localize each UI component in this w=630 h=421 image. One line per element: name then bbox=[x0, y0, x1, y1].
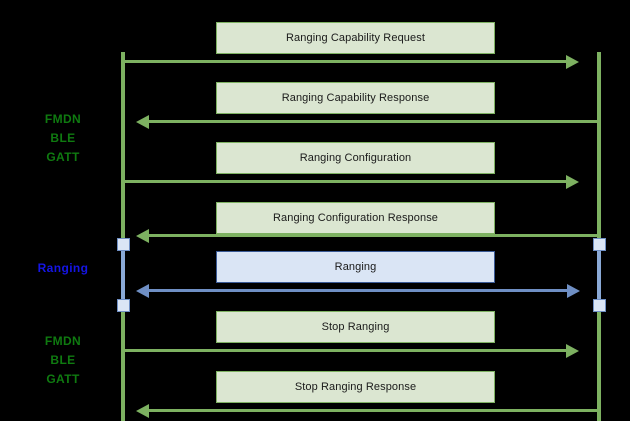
message-arrow-shaft-ranging-capability-response bbox=[149, 120, 597, 123]
message-arrow-shaft-stop-ranging bbox=[123, 349, 566, 352]
phase-label-line: FMDN bbox=[44, 112, 82, 126]
right-lifeline-lower bbox=[597, 306, 601, 421]
phase-label-ranging: Ranging bbox=[28, 259, 98, 278]
phase-label-line: BLE bbox=[50, 131, 76, 145]
message-arrow-shaft-stop-ranging-response bbox=[149, 409, 597, 412]
message-arrow-head-left-ranging-configuration-response bbox=[136, 229, 149, 243]
message-arrow-head-right-ranging-capability-request bbox=[566, 55, 579, 69]
message-arrow-head-right-ranging bbox=[567, 284, 580, 298]
message-arrow-shaft-ranging-configuration bbox=[123, 180, 566, 183]
left-ranging-activation-line bbox=[121, 242, 125, 306]
phase-label-line: FMDN bbox=[44, 334, 82, 348]
phase-label-fmdn-bottom: FMDN BLE GATT bbox=[28, 332, 98, 389]
message-box-ranging-configuration[interactable]: Ranging Configuration bbox=[216, 142, 495, 174]
right-ranging-end-node bbox=[593, 299, 606, 312]
phase-label-line: BLE bbox=[50, 353, 76, 367]
left-ranging-end-node bbox=[117, 299, 130, 312]
message-arrow-head-right-stop-ranging bbox=[566, 344, 579, 358]
left-lifeline-lower bbox=[121, 306, 125, 421]
message-arrow-head-left-ranging-capability-response bbox=[136, 115, 149, 129]
message-arrow-head-left-stop-ranging-response bbox=[136, 404, 149, 418]
phase-label-fmdn-top: FMDN BLE GATT bbox=[28, 110, 98, 167]
phase-label-line: Ranging bbox=[37, 261, 89, 275]
phase-label-line: GATT bbox=[46, 372, 80, 386]
right-lifeline-upper bbox=[597, 52, 601, 242]
message-arrow-shaft-ranging-configuration-response bbox=[149, 234, 597, 237]
message-arrow-head-right-ranging-configuration bbox=[566, 175, 579, 189]
right-ranging-activation-line bbox=[597, 242, 601, 306]
left-ranging-start-node bbox=[117, 238, 130, 251]
left-lifeline-upper bbox=[121, 52, 125, 242]
message-box-ranging-capability-request[interactable]: Ranging Capability Request bbox=[216, 22, 495, 54]
message-box-stop-ranging[interactable]: Stop Ranging bbox=[216, 311, 495, 343]
phase-label-line: GATT bbox=[46, 150, 80, 164]
message-box-ranging-configuration-response[interactable]: Ranging Configuration Response bbox=[216, 202, 495, 234]
right-ranging-start-node bbox=[593, 238, 606, 251]
message-arrow-head-left-ranging bbox=[136, 284, 149, 298]
message-box-ranging[interactable]: Ranging bbox=[216, 251, 495, 283]
message-box-stop-ranging-response[interactable]: Stop Ranging Response bbox=[216, 371, 495, 403]
message-arrow-shaft-ranging bbox=[149, 289, 567, 292]
message-arrow-shaft-ranging-capability-request bbox=[123, 60, 566, 63]
message-box-ranging-capability-response[interactable]: Ranging Capability Response bbox=[216, 82, 495, 114]
